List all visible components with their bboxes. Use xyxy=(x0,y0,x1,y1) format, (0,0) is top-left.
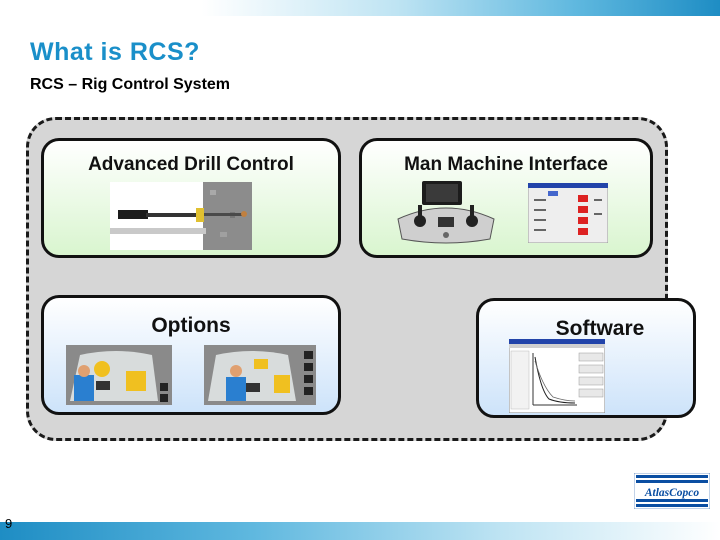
card-advanced-drill-control: Advanced Drill Control xyxy=(41,138,341,258)
drill-boom-image xyxy=(110,182,252,250)
card-label-software: Software xyxy=(555,317,645,340)
logo-text: AtlasCopco xyxy=(644,487,700,499)
card-label-options: Options xyxy=(151,314,231,337)
slide-title: What is RCS? xyxy=(30,38,200,66)
operator-scene-image-1 xyxy=(66,345,172,405)
bottom-gradient-bar xyxy=(0,522,720,540)
operator-panel-image xyxy=(397,181,495,244)
page-number: 9 xyxy=(5,516,13,531)
slide-subtitle: RCS – Rig Control System xyxy=(30,76,231,93)
atlas-copco-logo: AtlasCopco xyxy=(634,473,710,509)
operator-scene-image-2 xyxy=(204,345,316,405)
software-screen-image xyxy=(509,339,605,413)
card-options: Options xyxy=(41,295,341,415)
top-gradient-bar xyxy=(0,0,720,16)
card-label-drill: Advanced Drill Control xyxy=(88,154,294,175)
card-man-machine-interface: Man Machine Interface xyxy=(359,138,653,258)
card-label-mmi: Man Machine Interface xyxy=(404,154,608,175)
mmi-screen-image xyxy=(528,183,608,243)
card-software: Software xyxy=(476,298,696,418)
